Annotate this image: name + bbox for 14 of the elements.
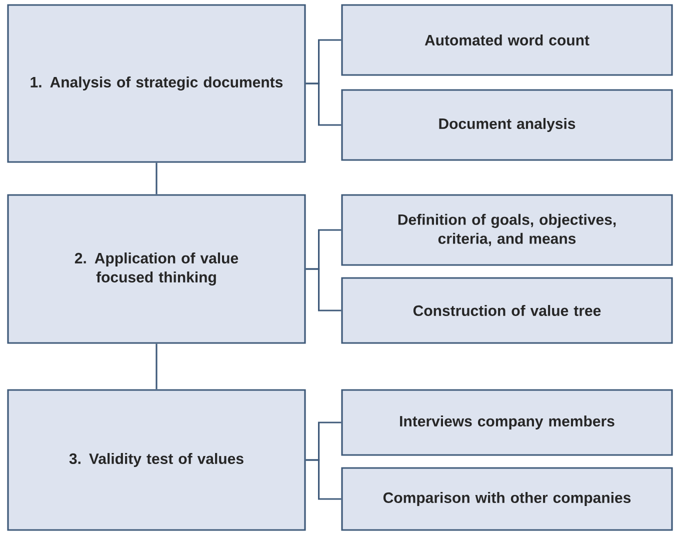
task-box: Automated word count <box>341 4 673 76</box>
task-box: Construction of value tree <box>341 277 673 344</box>
process-box: 3. Validity test of values <box>7 389 306 531</box>
connector <box>306 82 342 126</box>
process-box: 2. Application of value focused thinking <box>7 194 306 344</box>
connector <box>156 162 158 194</box>
connector <box>156 344 158 390</box>
process-box: 1. Analysis of strategic documents <box>7 4 306 163</box>
task-box: Definition of goals, objectives, criteria, and means <box>341 194 673 266</box>
connector <box>306 268 342 312</box>
task-box: Document analysis <box>341 89 673 161</box>
task-box: Comparison with other companies <box>341 467 673 531</box>
task-box: Interviews company members <box>341 389 673 456</box>
connector <box>306 459 342 500</box>
